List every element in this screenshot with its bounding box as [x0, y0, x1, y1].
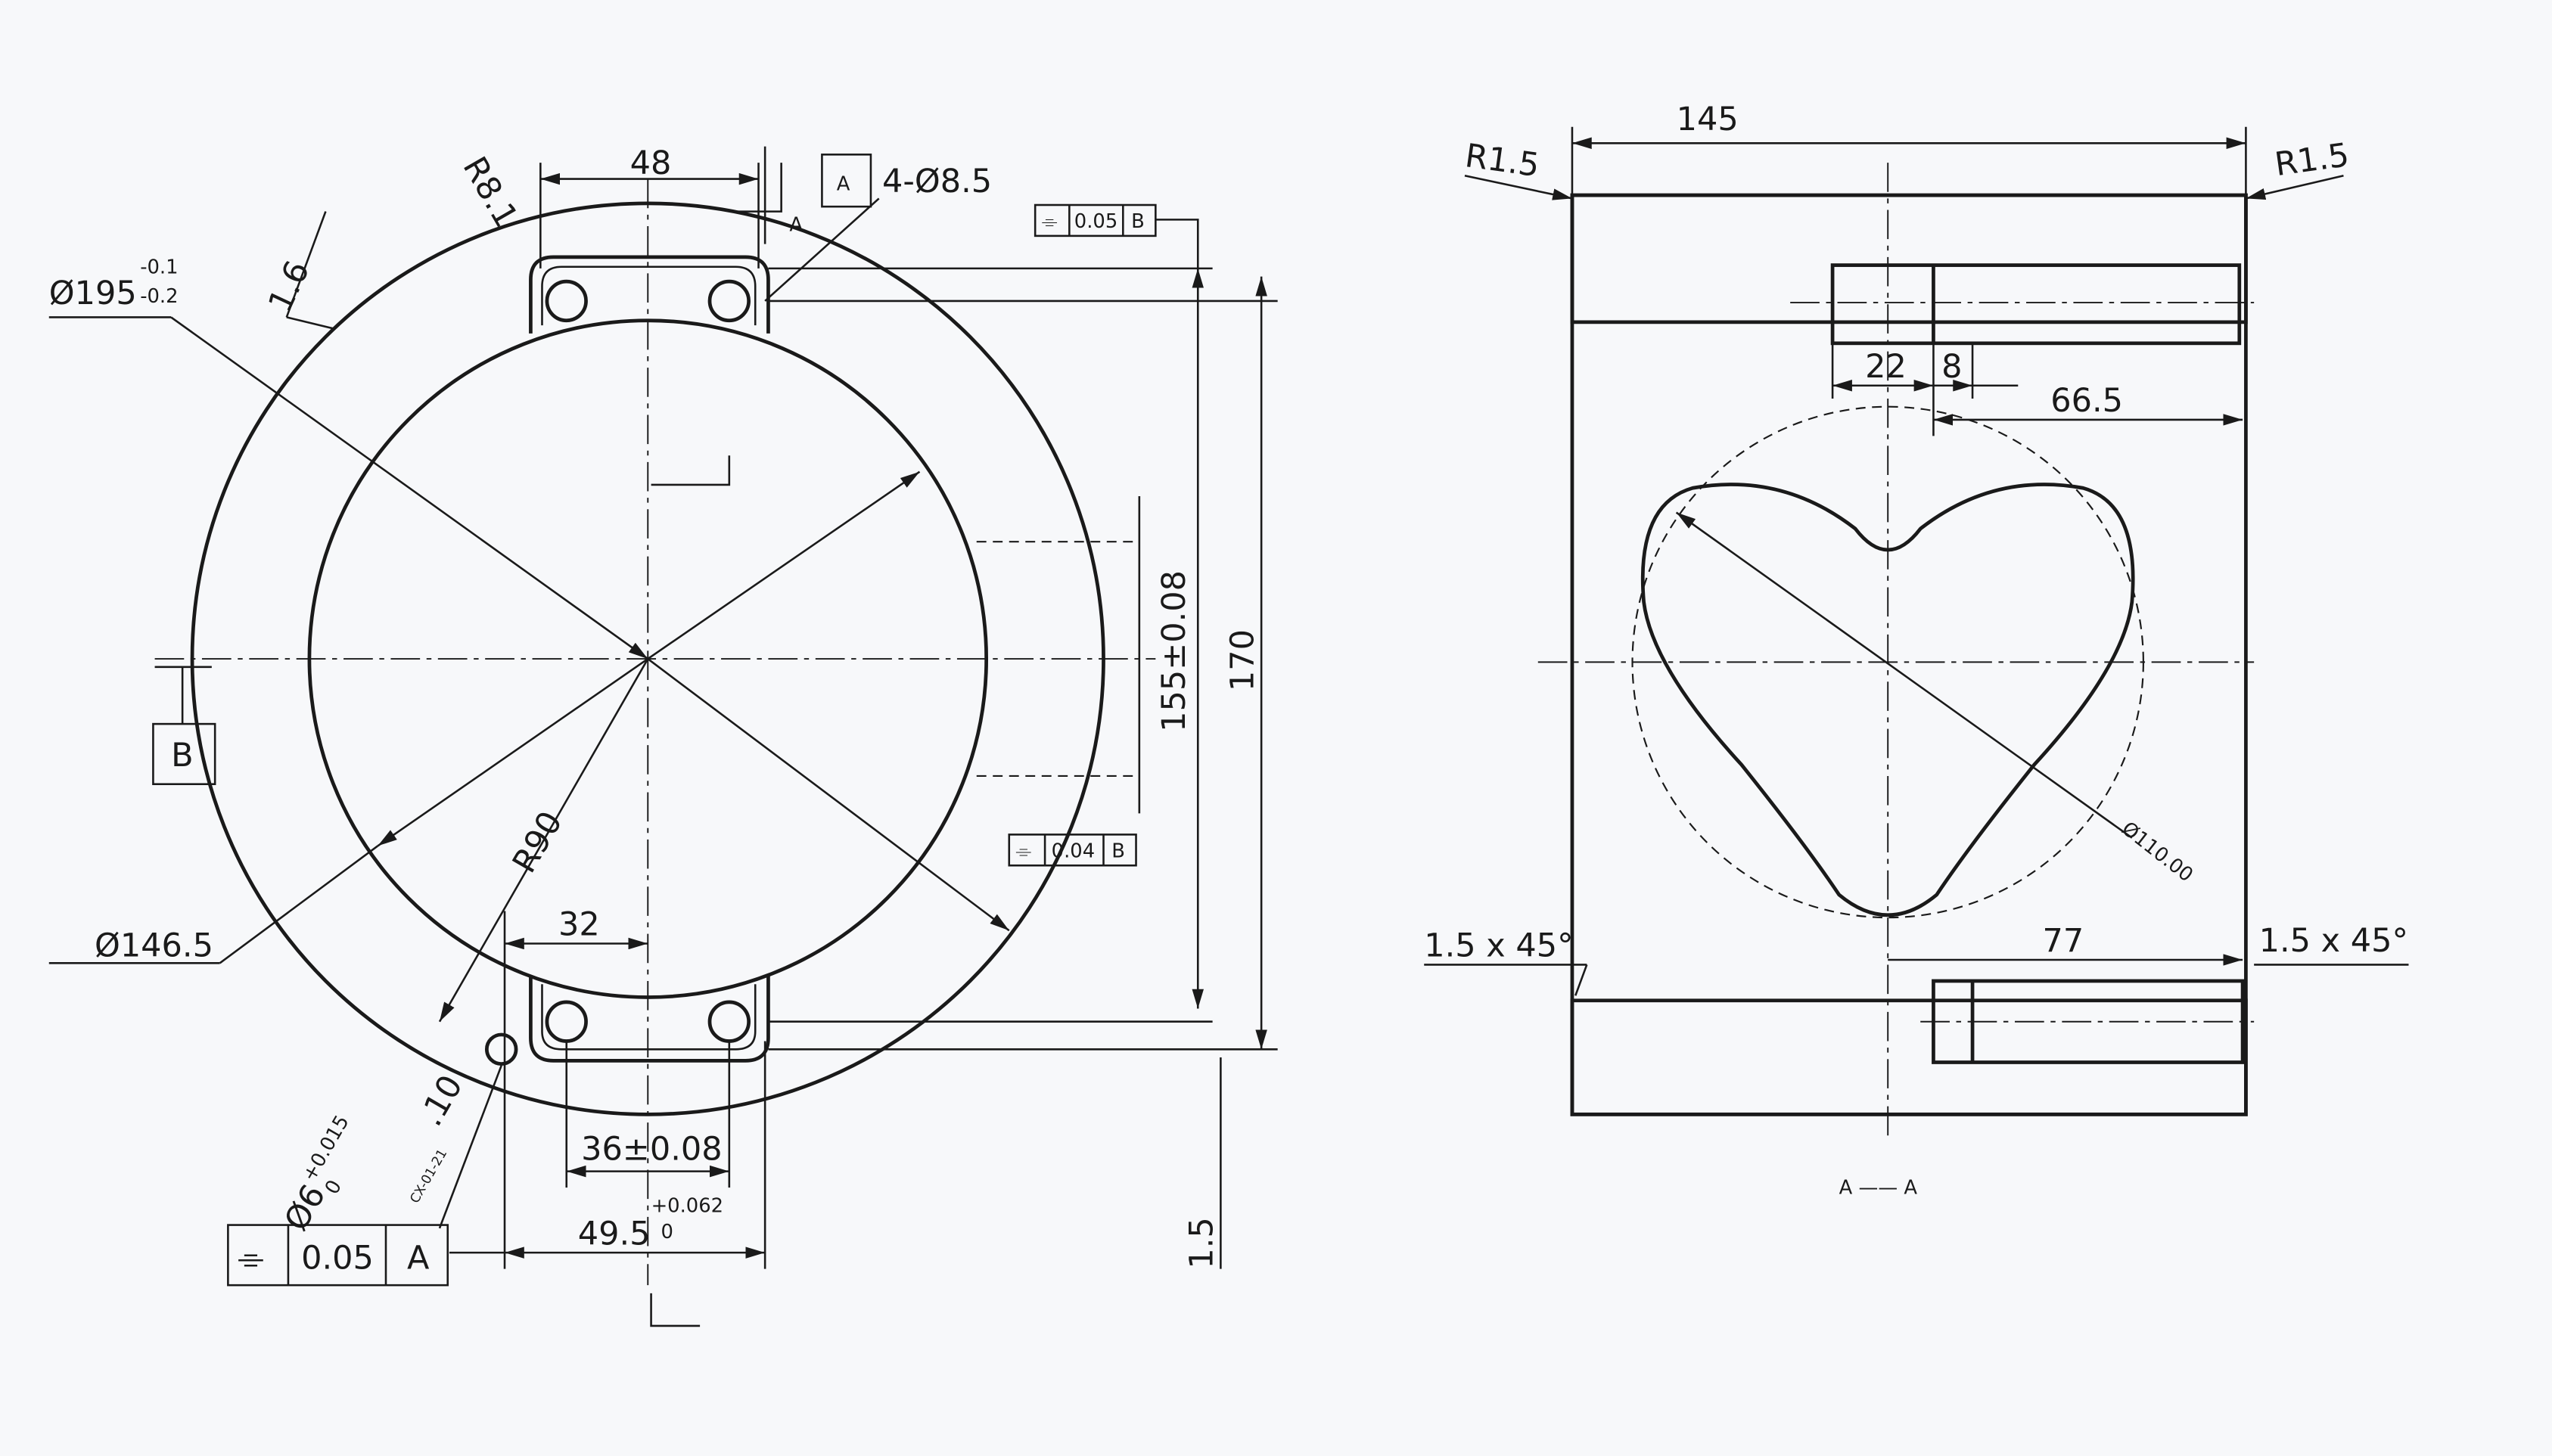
fcf-value: 0.04 [1052, 840, 1095, 862]
section-label: A —— A [1839, 1177, 1918, 1200]
pin-hole [484, 1032, 518, 1066]
fcf-value: 0.05 [1074, 210, 1117, 233]
dim-495-lower: 0 [661, 1221, 673, 1243]
roughness-value: 1.6 [261, 255, 317, 318]
dim-495-upper: +0.062 [651, 1194, 723, 1217]
front-view: B A A 48 R8.1 4-Ø8.5 Ø195 -0.1 -0.2 1.6 … [48, 144, 1278, 1327]
dim-495: 49.5 [578, 1215, 651, 1253]
fcf-datum: B [1111, 840, 1125, 862]
fcf-datum: B [1131, 210, 1145, 233]
dim-10: .10 [412, 1069, 470, 1132]
dim-15: 1.5 [1183, 1217, 1221, 1268]
hole [545, 1000, 588, 1043]
bottom-lug [529, 976, 770, 1063]
pin-dimension: Ø6 +0.015 0 [278, 1112, 354, 1237]
dim-32: 32 [558, 906, 600, 944]
dim-36: 36±0.08 [581, 1131, 723, 1169]
dim-665: 66.5 [2050, 382, 2123, 420]
heart-cavity [1640, 483, 2135, 917]
dim-dia1465: Ø146.5 [95, 927, 213, 965]
section-mark: A [789, 213, 803, 236]
hole [545, 279, 588, 323]
dim-dia110: Ø110.00 [2117, 818, 2197, 887]
fcf-bottom: ⌯ 0.05 A [227, 1224, 449, 1287]
dim-170: 170 [1223, 629, 1261, 691]
dim-dia195: Ø195 [49, 275, 137, 312]
dim-holes: 4-Ø8.5 [882, 163, 992, 200]
pin-upper-tol: +0.015 [298, 1112, 354, 1186]
dim-145: 145 [1677, 101, 1739, 138]
hole [707, 1000, 751, 1043]
dim-22: 22 [1865, 348, 1907, 386]
section-outline [1570, 193, 2248, 1116]
dim-r90: R90 [505, 805, 570, 879]
pin-part-number: CX-01-21 [407, 1147, 450, 1206]
chamfer-left: 1.5 x 45° [1424, 927, 1573, 965]
top-lug [529, 255, 770, 334]
fcf-mid: ⌯ 0.04 B [1008, 834, 1137, 867]
top-bore [1830, 263, 2242, 346]
chamfer-right: 1.5 x 45° [2259, 922, 2408, 960]
symmetry-icon: ⌯ [1015, 840, 1031, 862]
symmetry-icon: ⌯ [1042, 210, 1058, 233]
dia195-upper-tol: -0.1 [140, 256, 178, 278]
dim-8: 8 [1941, 348, 1962, 386]
fcf-top: ⌯ 0.05 B [1034, 203, 1199, 269]
datum-a-flag: A [837, 173, 850, 196]
section-view: 145 R1.5 R1.5 22 8 66.5 Ø110.00 1.5 x 45… [1424, 101, 2409, 1200]
dim-155: 155±0.08 [1155, 570, 1193, 732]
dim-r81: R8.1 [455, 151, 525, 234]
dia110-circle [1631, 405, 2144, 919]
datum-b-box [152, 722, 216, 785]
dim-77: 77 [2043, 922, 2084, 960]
fcf-value: 0.05 [301, 1240, 374, 1277]
hole [707, 279, 751, 323]
datum-b-label: B [171, 737, 194, 775]
datum-a-box [821, 154, 872, 208]
hatched-bottom [1570, 998, 2248, 1116]
symmetry-icon: ⌯ [238, 1240, 263, 1277]
fcf-datum: A [407, 1240, 430, 1277]
dim-48: 48 [630, 144, 672, 182]
dia195-lower-tol: -0.2 [140, 285, 178, 308]
